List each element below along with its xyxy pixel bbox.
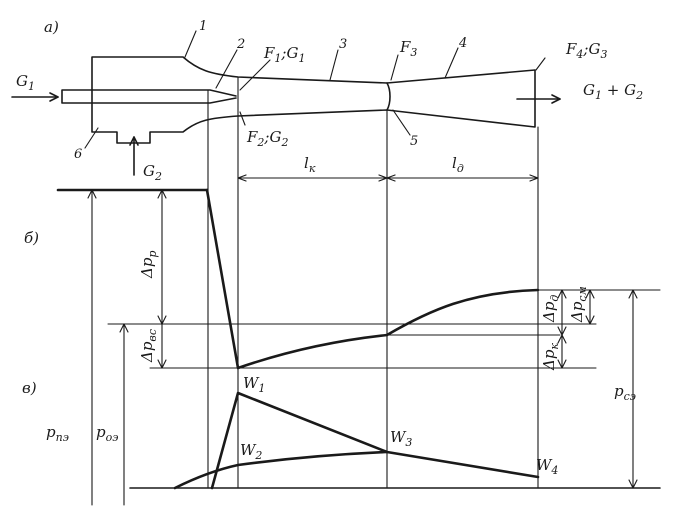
part-5-label: 5 — [410, 134, 418, 149]
velocity-w3-label: W3 — [390, 428, 412, 449]
flow-g1-label: G1 — [16, 72, 35, 93]
section-f2g2-label: F2;G2 — [246, 128, 288, 149]
section-f4g3-label: F4;G3 — [565, 40, 607, 61]
pressure-poe-label: pоэ — [96, 423, 118, 444]
section-f1g1-label: F1;G1 — [263, 44, 305, 65]
ejector-body-outline — [91, 56, 536, 144]
panel-a-label: а) — [44, 18, 59, 36]
part-6-label: 6 — [74, 147, 82, 162]
ejector-schematic — [11, 30, 561, 176]
pressure-ppe-label: pпэ — [46, 423, 69, 444]
nozzle-pipe — [61, 89, 237, 104]
pressure-dpd-label: Δpд — [540, 295, 561, 323]
panel-b-label: б) — [24, 229, 39, 247]
panel-v-label: в) — [22, 379, 37, 397]
part-3-label: 3 — [339, 37, 347, 52]
primary-velocity-curve — [210, 391, 540, 490]
pressure-dpvs-label: Δpвс — [138, 329, 159, 363]
mixing-pressure-curve — [236, 333, 389, 370]
throat-section — [386, 82, 391, 111]
pressure-plot — [56, 188, 661, 506]
flow-g2-label: G2 — [143, 162, 162, 183]
part-1-label: 1 — [199, 19, 207, 34]
section-lines — [207, 89, 539, 489]
nozzle-pressure-drop — [205, 188, 240, 370]
velocity-w2-label: W2 — [240, 441, 262, 462]
flow-out-label: G1 + G2 — [583, 81, 643, 102]
pressure-dpp-label: Δpр — [138, 251, 159, 279]
part-4-label: 4 — [458, 36, 467, 51]
velocity-w1-label: W1 — [243, 374, 265, 395]
length-dimensions — [237, 174, 539, 182]
length-lk-label: lк — [304, 154, 316, 175]
section-f3-label: F3 — [399, 38, 417, 59]
pressure-pse-label: pсэ — [614, 382, 636, 403]
length-ld-label: lд — [452, 154, 464, 175]
velocity-plot — [129, 391, 661, 490]
labels: а) б) в) 1 2 3 4 5 6 G1 G2 G1 + G2 F1;G1… — [16, 18, 643, 477]
part-2-label: 2 — [236, 37, 245, 52]
secondary-velocity-curve — [173, 450, 389, 490]
pressure-dpsm-label: Δpсм — [568, 286, 589, 323]
pressure-dpk-label: Δpк — [540, 343, 561, 371]
diffuser-pressure-curve — [385, 288, 540, 337]
velocity-w4-label: W4 — [536, 456, 558, 477]
